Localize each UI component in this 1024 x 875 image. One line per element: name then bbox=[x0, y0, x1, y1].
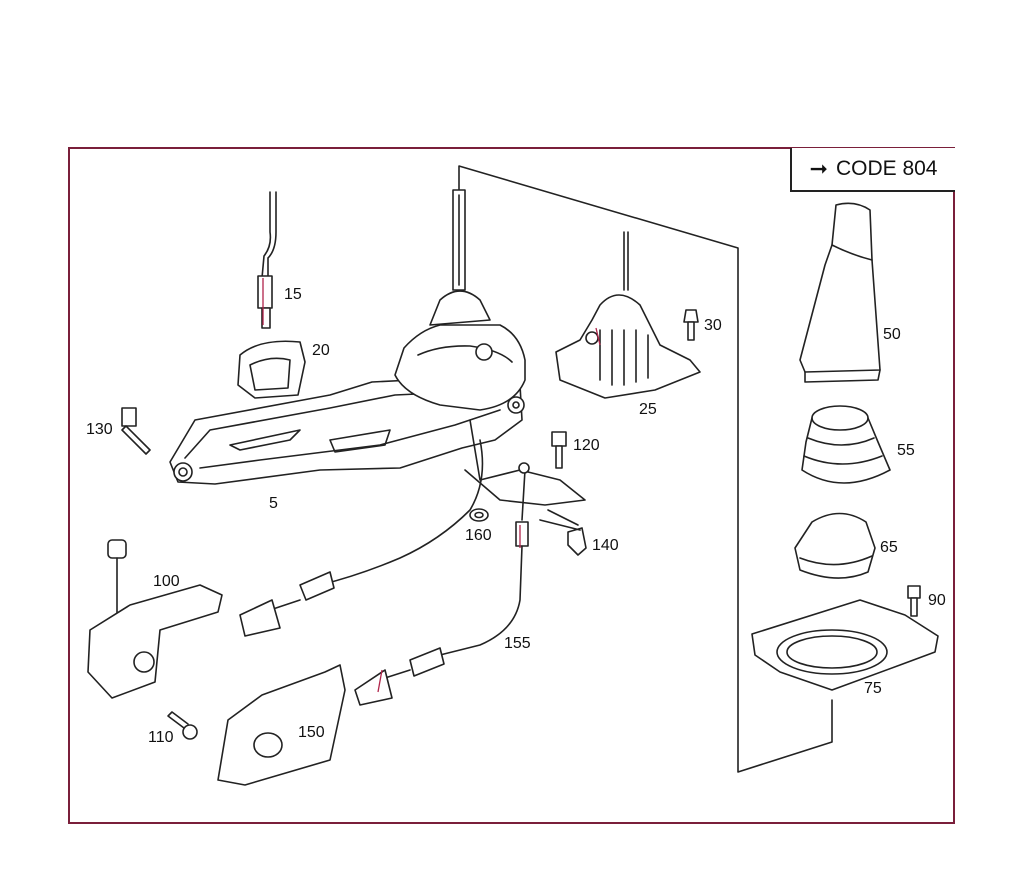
sensor-rod-part-15 bbox=[257, 191, 277, 329]
part-label-20: 20 bbox=[312, 342, 330, 359]
bolt-part-90 bbox=[907, 585, 921, 617]
pin-part-130 bbox=[121, 407, 151, 455]
code-804-box: ➞ CODE 804 bbox=[790, 148, 955, 192]
code-label: CODE 804 bbox=[835, 157, 938, 180]
shift-boot-part-50 bbox=[799, 202, 881, 383]
part-label-110: 110 bbox=[148, 729, 174, 746]
insert-part-65 bbox=[794, 512, 876, 579]
part-label-75: 75 bbox=[864, 680, 882, 697]
selector-cover-part-20 bbox=[237, 340, 306, 399]
bellows-part-55 bbox=[801, 405, 891, 484]
clip-part-140 bbox=[539, 509, 587, 556]
cover-plate-part-150 bbox=[217, 664, 346, 786]
part-label-25: 25 bbox=[639, 401, 657, 418]
screw-part-110 bbox=[167, 711, 198, 740]
part-label-90: 90 bbox=[928, 592, 946, 609]
part-label-150: 150 bbox=[298, 724, 325, 741]
part-label-55: 55 bbox=[897, 442, 915, 459]
part-label-155: 155 bbox=[504, 635, 531, 652]
part-label-100: 100 bbox=[153, 573, 180, 590]
part-label-160: 160 bbox=[465, 527, 492, 544]
part-label-130: 130 bbox=[86, 421, 113, 438]
shift-base-part-5 bbox=[169, 189, 586, 506]
part-label-5: 5 bbox=[269, 495, 278, 512]
base-frame-part-75 bbox=[751, 599, 939, 691]
diagram-frame bbox=[68, 147, 955, 824]
part-label-15: 15 bbox=[284, 286, 302, 303]
cable-part-155 bbox=[239, 439, 530, 706]
bolt-part-120 bbox=[551, 431, 567, 469]
grouping-bracket bbox=[458, 165, 833, 773]
right-arrow-icon: ➞ bbox=[809, 156, 828, 181]
part-label-120: 120 bbox=[573, 437, 600, 454]
washer-part-160 bbox=[469, 508, 489, 522]
part-label-65: 65 bbox=[880, 539, 898, 556]
part-label-30: 30 bbox=[704, 317, 722, 334]
shift-housing-part-25 bbox=[555, 231, 701, 399]
part-label-140: 140 bbox=[592, 537, 619, 554]
part-label-50: 50 bbox=[883, 326, 901, 343]
lever-bracket-part-100 bbox=[87, 539, 223, 699]
bolt-part-30 bbox=[683, 309, 699, 341]
